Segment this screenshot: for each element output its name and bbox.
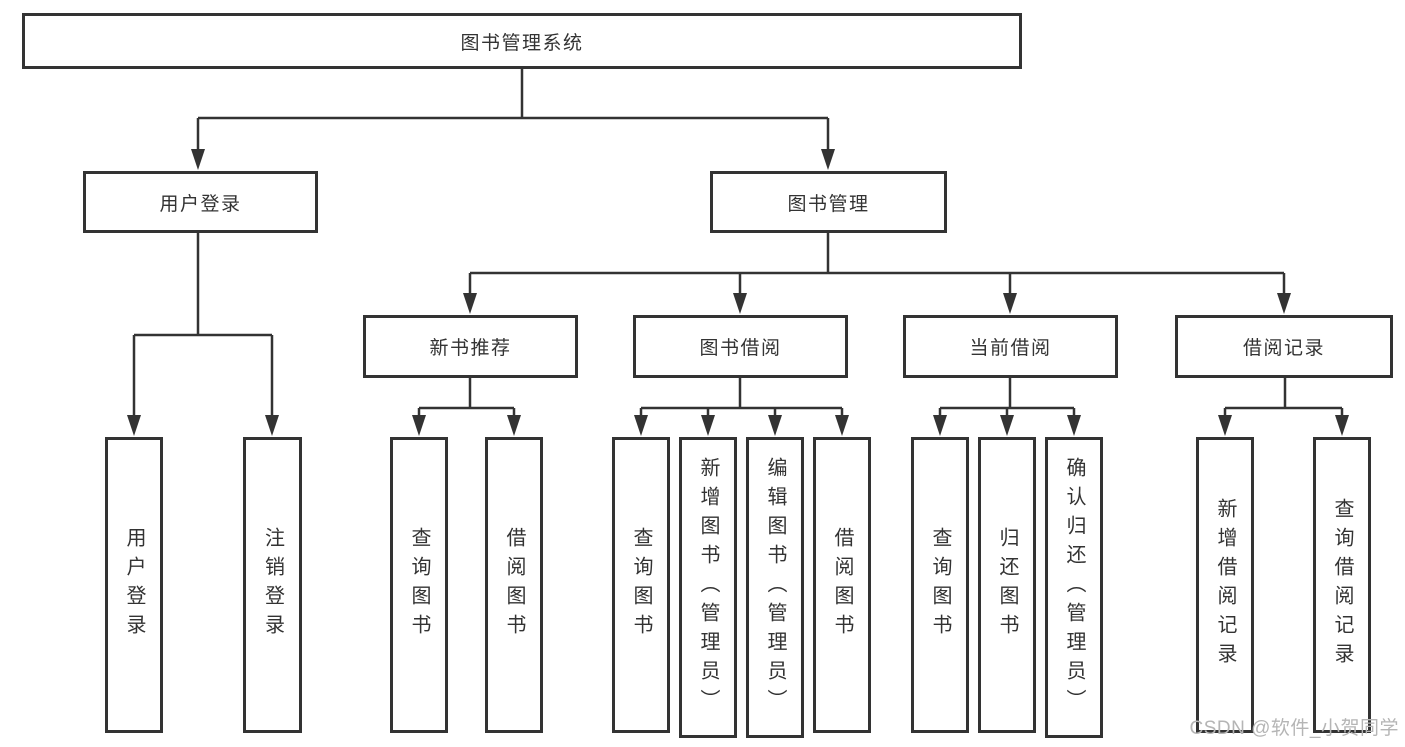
leaf-query-books-recommend: 查询图书 xyxy=(390,437,448,733)
leaf-edit-books-admin: 编辑图书（管理员） xyxy=(746,437,804,738)
leaf-query-borrow-record: 查询借阅记录 xyxy=(1313,437,1371,733)
node-borrowing-records: 借阅记录 xyxy=(1175,315,1393,378)
leaf-logout: 注销登录 xyxy=(243,437,302,733)
leaf-confirm-return-admin: 确认归还（管理员） xyxy=(1045,437,1103,738)
leaf-return-books: 归还图书 xyxy=(978,437,1036,733)
node-book-management: 图书管理 xyxy=(710,171,947,233)
leaf-query-books-current: 查询图书 xyxy=(911,437,969,733)
leaf-borrow-books: 借阅图书 xyxy=(813,437,871,733)
leaf-borrow-books-recommend: 借阅图书 xyxy=(485,437,543,733)
node-current-borrowing: 当前借阅 xyxy=(903,315,1118,378)
leaf-user-login: 用户登录 xyxy=(105,437,163,733)
arrowheads xyxy=(127,149,1349,436)
node-book-borrowing: 图书借阅 xyxy=(633,315,848,378)
node-library-management-system: 图书管理系统 xyxy=(22,13,1022,69)
watermark-csdn: CSDN @软件_小贺同学 xyxy=(1189,718,1399,739)
node-new-book-recommendation: 新书推荐 xyxy=(363,315,578,378)
leaf-add-books-admin: 新增图书（管理员） xyxy=(679,437,737,738)
leaf-add-borrow-record: 新增借阅记录 xyxy=(1196,437,1254,733)
node-user-login: 用户登录 xyxy=(83,171,318,233)
leaf-query-books-borrowing: 查询图书 xyxy=(612,437,670,733)
